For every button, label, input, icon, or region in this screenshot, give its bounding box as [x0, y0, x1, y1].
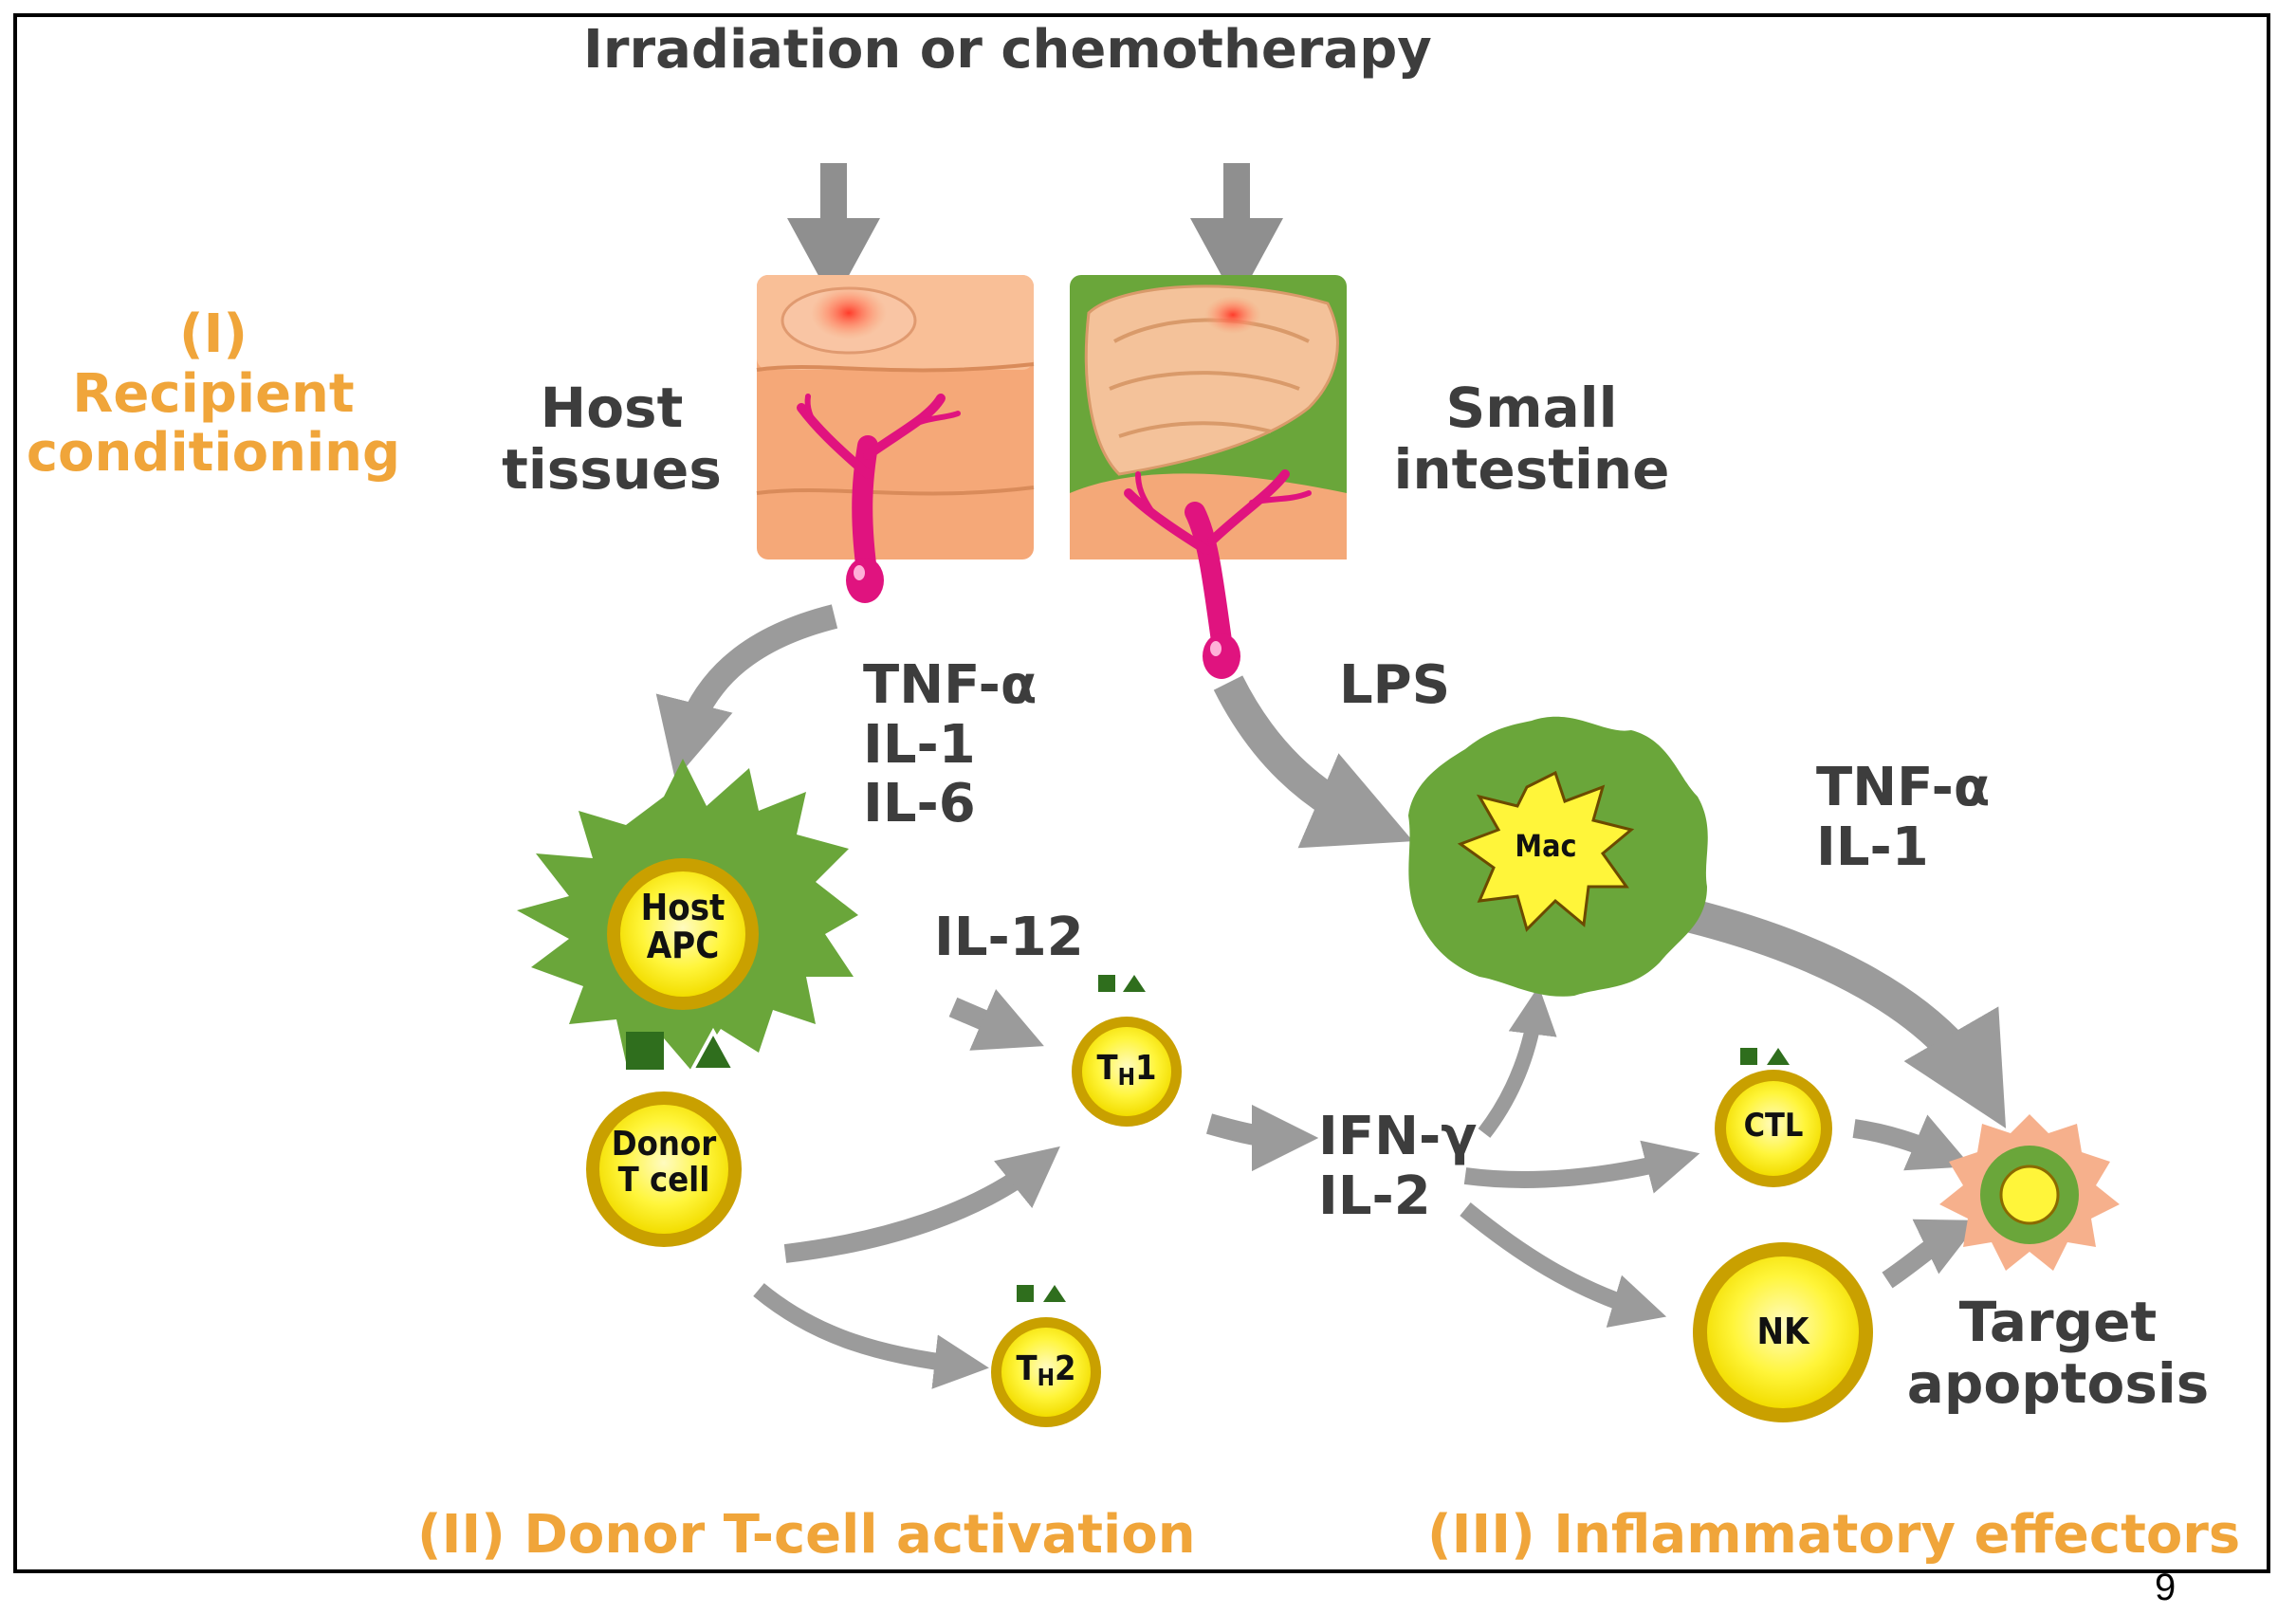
diagram-frame: [13, 13, 2270, 1573]
cytokines-mac: TNF-α IL-1: [1816, 757, 1991, 878]
cytokines-th1: IFN-γ IL-2: [1318, 1106, 1478, 1227]
small-intestine-line1: Small: [1445, 376, 1618, 440]
phase-1-line2: conditioning: [26, 422, 401, 485]
th2-cell: [991, 1285, 1101, 1427]
cytokine-il2: IL-2: [1318, 1165, 1431, 1227]
arrow-intestine-to-mac: [1213, 675, 1413, 849]
antigen-markers-apc: [626, 1027, 738, 1072]
ctl-cell: [1715, 1048, 1832, 1187]
phase-1-line1: Recipient: [72, 362, 355, 425]
target-line2: apoptosis: [1906, 1350, 2210, 1416]
target-line1: Target: [1958, 1290, 2158, 1354]
ctl-label: CTL: [1743, 1107, 1804, 1145]
cytokine-ifn-gamma: IFN-γ: [1318, 1106, 1478, 1167]
th1-cell: [1072, 975, 1182, 1127]
arrow-il12-to-th1: [948, 989, 1044, 1051]
small-intestine-line2: intestine: [1393, 436, 1670, 502]
host-apc-cell: [517, 759, 858, 1072]
host-apc-line2: APC: [646, 924, 720, 966]
cytokine-tnf-alpha: TNF-α: [863, 654, 1038, 716]
cytokine-mac-tnf-alpha: TNF-α: [1816, 757, 1991, 818]
host-tissues-line1: Host: [540, 376, 684, 440]
th1-suffix: 1: [1135, 1049, 1157, 1088]
small-intestine-block: [1070, 275, 1347, 679]
mac-cell: [1408, 716, 1708, 997]
down-arrow-right: [1190, 163, 1283, 303]
arrow-ifn-to-nk: [1460, 1202, 1667, 1328]
target-cell: [1939, 1114, 2120, 1271]
cytokine-mac-il1: IL-1: [1816, 816, 1929, 878]
th2-suffix: 2: [1055, 1349, 1076, 1388]
nk-cell: [1693, 1242, 1873, 1422]
th1-label: TH1: [1084, 1051, 1169, 1090]
host-apc-label: Host APC: [616, 887, 749, 966]
cytokines-apc: TNF-α IL-1 IL-6: [863, 654, 1038, 835]
phase-3-label: (III) Inflammatory effectors: [1427, 1504, 2241, 1566]
mac-label: Mac: [1515, 828, 1577, 864]
donor-t-cell: [586, 1091, 742, 1247]
donor-t-cell-label: Donor T cell: [597, 1127, 730, 1199]
small-intestine-label: Small intestine: [1389, 377, 1674, 501]
donor-t-line1: Donor: [611, 1125, 717, 1164]
blood-vessel-right: [1124, 469, 1312, 665]
target-apoptosis-label: Target apoptosis: [1897, 1292, 2219, 1415]
lps-label: LPS: [1339, 654, 1451, 716]
arrow-donor-to-th1: [783, 1146, 1060, 1263]
th1-main: T: [1096, 1049, 1118, 1088]
donor-t-line2: T cell: [617, 1160, 710, 1200]
arrow-mac-to-target: [1683, 898, 2007, 1128]
arrow-ifn-to-mac: [1478, 985, 1557, 1138]
host-tissue-block: [756, 275, 1035, 603]
arrow-th1-to-ifn: [1205, 1104, 1319, 1172]
down-arrow-left: [787, 163, 880, 303]
arrow-ctl-to-target: [1852, 1114, 1972, 1171]
th2-main: T: [1016, 1349, 1038, 1388]
host-tissues-label: Host tissues: [493, 377, 730, 501]
cytokine-il1: IL-1: [863, 713, 976, 776]
nk-label: NK: [1756, 1311, 1809, 1352]
blood-vessel-left: [797, 394, 961, 589]
cytokine-il12: IL-12: [934, 907, 1084, 968]
arrow-ifn-to-ctl: [1463, 1140, 1700, 1194]
arrow-tissue-to-apc: [655, 604, 838, 780]
cytokine-il6: IL-6: [863, 773, 976, 835]
th1-sub: H: [1117, 1063, 1135, 1091]
phase-1-label: (I) Recipient conditioning: [19, 303, 408, 485]
th2-sub: H: [1037, 1364, 1055, 1392]
host-tissues-line2: tissues: [502, 436, 722, 502]
top-label: Irradiation or chemotherapy: [583, 19, 1432, 81]
arrow-donor-to-th2: [753, 1283, 989, 1389]
host-apc-line1: Host: [640, 887, 726, 928]
th2-label: TH2: [1003, 1351, 1089, 1390]
phase-1-number: (I): [178, 303, 248, 365]
arrow-nk-to-target: [1882, 1219, 1981, 1289]
phase-2-label: (II) Donor T-cell activation: [417, 1504, 1196, 1566]
page-number: 9: [2155, 1567, 2177, 1608]
